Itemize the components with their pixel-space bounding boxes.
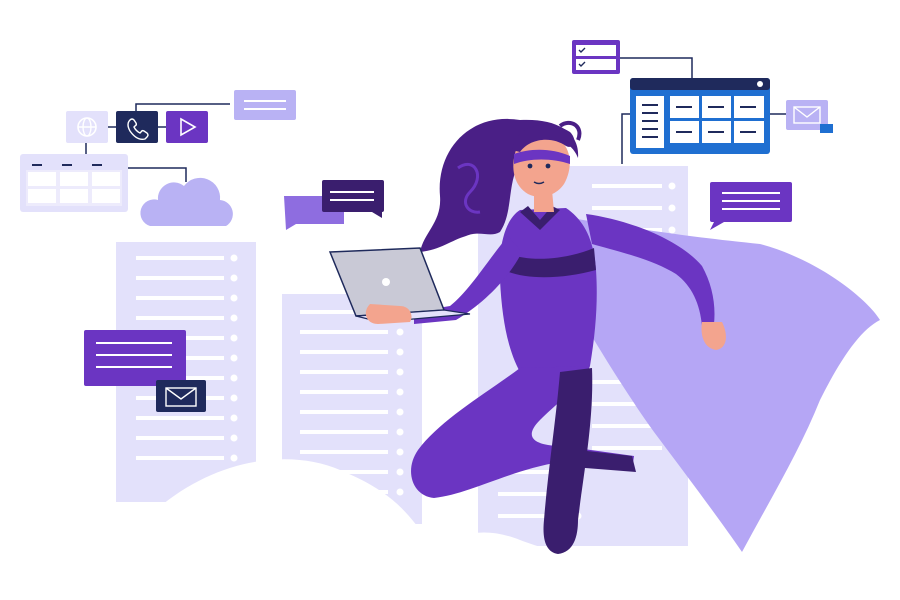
torso (499, 208, 597, 377)
table-window-icon (20, 154, 128, 212)
cape (560, 216, 880, 552)
phone-icon (116, 111, 158, 143)
connector-lines-left (85, 103, 230, 182)
chat-bubble-icon (710, 182, 792, 230)
play-icon (166, 111, 208, 143)
chat-bubble-icon (284, 180, 384, 230)
mail-icon (786, 100, 833, 133)
connector-lines-right (620, 57, 786, 164)
chat-bubble-icon (234, 90, 296, 120)
mail-icon (156, 380, 206, 412)
ground-hills (90, 459, 640, 600)
globe-icon (66, 111, 108, 143)
superhero (328, 118, 880, 554)
checklist-icon (572, 40, 620, 74)
calendar-window-icon (630, 78, 770, 154)
hair (420, 118, 579, 252)
cloud-icon (140, 177, 233, 226)
leg-front (411, 366, 634, 498)
